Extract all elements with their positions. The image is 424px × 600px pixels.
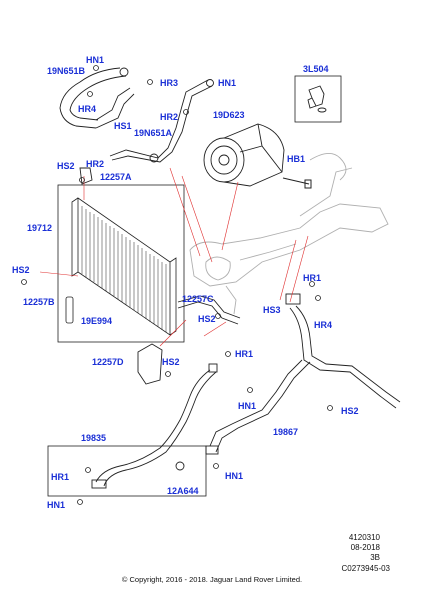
label-19n651b: 19N651B [47,66,86,76]
part-3l504-icon [307,85,327,113]
bracket-12257a [79,167,93,185]
label-hs2-c: HS2 [198,314,216,324]
label-hr2-left: HR2 [86,159,105,169]
bolt-hb1 [282,177,312,189]
pipe-upper [177,295,241,325]
label-19867: 19867 [273,427,299,437]
label-hs3: HS3 [263,305,281,315]
leader-lines [39,167,309,347]
label-hs2-left: HS2 [57,161,75,171]
label-hr1-center: HR1 [235,349,254,359]
footer-date: 08-2018 [350,543,380,552]
label-hn1-mid: HN1 [218,78,237,88]
label-19n651a: 19N651A [134,128,173,138]
fasteners [21,65,333,505]
part-3l504-box [294,75,342,123]
label-3l504: 3L504 [303,64,329,74]
hose-19n651a [109,79,214,163]
bracket-12257d [137,343,163,385]
part-19e994 [65,296,74,324]
compressor-19d623 [203,123,285,187]
label-hr1-bottom: HR1 [51,472,70,482]
condenser-box [57,184,185,343]
label-hn1-bottom: HN1 [47,500,66,510]
label-12257b: 12257B [23,297,55,307]
part-19835-box [47,445,207,497]
hose-19n651b [59,67,135,129]
label-19712: 19712 [27,223,53,233]
label-19835: 19835 [81,433,107,443]
engine-ghost [189,153,389,315]
label-hs1: HS1 [114,121,132,131]
label-hn1-lower: HN1 [225,471,244,481]
label-hn1-top: HN1 [86,55,105,65]
label-hs2-d: HS2 [162,357,180,367]
label-19e994: 19E994 [81,316,113,326]
label-hr1-right: HR1 [303,273,322,283]
label-hs2-right: HS2 [341,406,359,416]
label-12a644: 12A644 [167,486,199,496]
label-hn1-center: HN1 [238,401,257,411]
label-12257a: 12257A [100,172,132,182]
label-12257c: 12257C [182,294,214,304]
copyright: © Copyright, 2016 - 2018. Jaguar Land Ro… [121,575,303,584]
label-12257d: 12257D [92,357,124,367]
condenser-19712 [71,197,177,336]
footer-rev: 3B [370,553,380,562]
footer-code: C0273945-03 [341,564,390,573]
label-hr4-right: HR4 [314,320,333,330]
label-hr4-top: HR4 [78,104,97,114]
hose-19867 [205,293,401,455]
label-19d623: 19D623 [213,110,245,120]
footer-ref: 4120310 [348,533,380,542]
label-hb1: HB1 [287,154,306,164]
label-hs2-mid: HS2 [12,265,30,275]
label-hr3: HR3 [160,78,179,88]
hose-19835 [91,363,218,489]
label-hr2-top: HR2 [160,112,179,122]
